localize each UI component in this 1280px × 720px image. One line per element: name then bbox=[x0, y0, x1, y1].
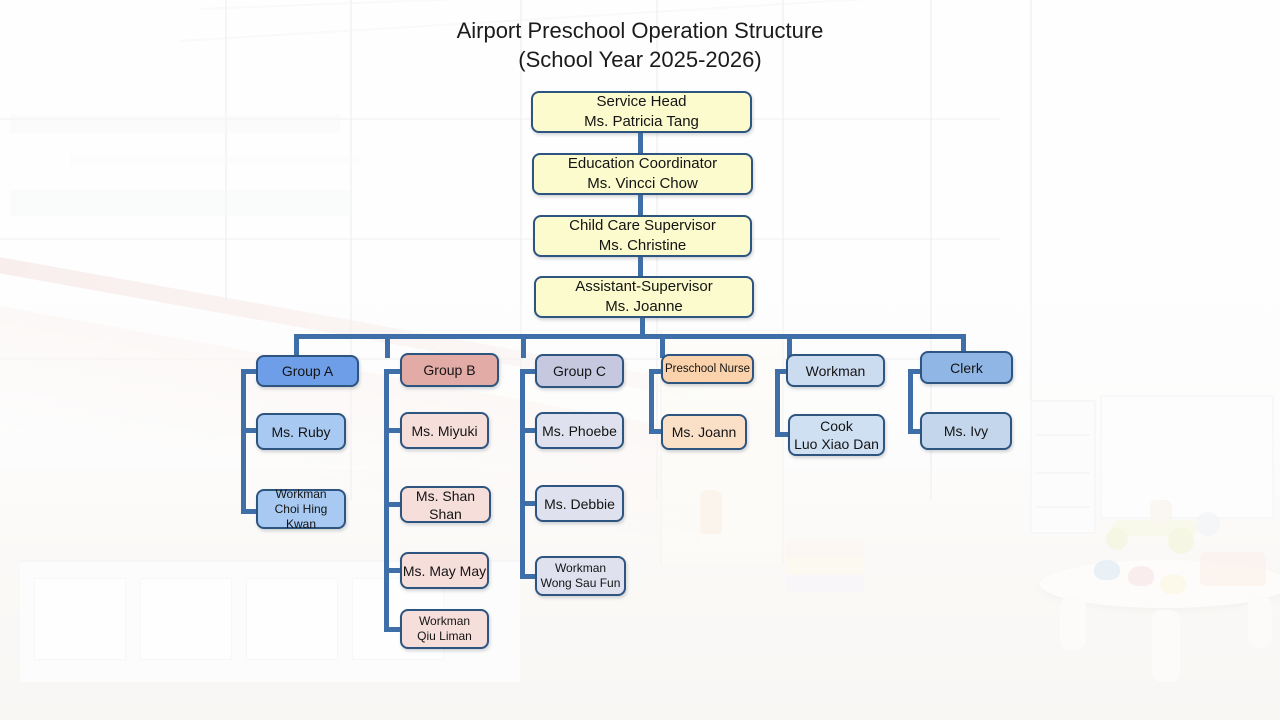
connector-stub-a-1 bbox=[241, 428, 259, 433]
node-assistant-supervisor[interactable]: Assistant-Supervisor Ms. Joanne bbox=[534, 276, 754, 318]
connector-bus bbox=[294, 334, 966, 339]
connector-stub-b-2 bbox=[384, 502, 402, 507]
connector-spine-group-c bbox=[520, 369, 525, 575]
connector-stub-group-a-header bbox=[241, 369, 259, 374]
title-line-1: Airport Preschool Operation Structure bbox=[456, 18, 824, 43]
connector-exec-4-bus bbox=[640, 316, 645, 338]
node-group-b-header[interactable]: Group B bbox=[400, 353, 499, 387]
node-role: Child Care Supervisor bbox=[569, 217, 716, 234]
node-group-b-member-1[interactable]: Ms. Miyuki bbox=[400, 412, 489, 449]
connector-bus-drop-workman bbox=[787, 334, 792, 358]
node-education-coordinator[interactable]: Education Coordinator Ms. Vincci Chow bbox=[532, 153, 753, 195]
connector-stub-b-3 bbox=[384, 568, 402, 573]
node-group-c-member-3[interactable]: Workman Wong Sau Fun bbox=[535, 556, 626, 596]
connector-spine-nurse bbox=[649, 369, 654, 432]
node-clerk-member-1[interactable]: Ms. Ivy bbox=[920, 412, 1012, 450]
node-label: Group B bbox=[423, 362, 476, 378]
connector-stub-clerk-header bbox=[908, 369, 925, 374]
node-role: Workman bbox=[418, 614, 471, 628]
node-person: Ms. Phoebe bbox=[542, 422, 617, 439]
node-role: Workman bbox=[275, 486, 327, 501]
node-role: Workman bbox=[554, 561, 607, 575]
connector-spine-clerk bbox=[908, 369, 913, 434]
node-group-b-member-3[interactable]: Ms. May May bbox=[400, 552, 489, 589]
node-person: Ms. Joann bbox=[671, 424, 737, 440]
node-person: Ms. Ruby bbox=[271, 423, 331, 440]
node-role: Education Coordinator bbox=[567, 155, 718, 172]
node-group-c-member-1[interactable]: Ms. Phoebe bbox=[535, 412, 624, 449]
node-child-care-supervisor[interactable]: Child Care Supervisor Ms. Christine bbox=[533, 215, 752, 257]
connector-stub-group-b-header bbox=[384, 369, 402, 374]
connector-bus-drop-nurse bbox=[660, 334, 665, 358]
connector-stub-b-1 bbox=[384, 428, 402, 433]
connector-exec-3-4 bbox=[638, 256, 643, 280]
connector-stub-c-3 bbox=[520, 574, 538, 579]
connector-stub-c-1 bbox=[520, 428, 538, 433]
node-group-b-member-4[interactable]: Workman Qiu Liman bbox=[400, 609, 489, 649]
connector-stub-workman-1 bbox=[775, 432, 791, 437]
node-person: Wong Sau Fun bbox=[540, 576, 621, 590]
connector-bus-drop-group-a bbox=[294, 334, 299, 358]
connector-spine-group-b bbox=[384, 369, 389, 628]
connector-exec-2-3 bbox=[638, 194, 643, 218]
node-preschool-nurse-header[interactable]: Preschool Nurse bbox=[661, 354, 754, 384]
node-person: Ms. Ivy bbox=[943, 423, 989, 439]
node-person: Ms. Miyuki bbox=[411, 422, 478, 439]
node-group-a-member-1[interactable]: Ms. Ruby bbox=[256, 413, 346, 450]
node-role: Cook bbox=[820, 418, 853, 434]
node-person: Ms. May May bbox=[402, 562, 487, 579]
connector-exec-1-2 bbox=[638, 132, 643, 156]
node-group-a-member-2[interactable]: Workman Choi Hing Kwan bbox=[256, 486, 346, 531]
connector-stub-nurse-1 bbox=[649, 429, 665, 434]
connector-stub-a-2 bbox=[241, 509, 259, 514]
node-label: Clerk bbox=[950, 359, 983, 376]
node-person: Ms. Joanne bbox=[605, 298, 683, 315]
node-role: Service Head bbox=[596, 93, 687, 110]
connector-bus-drop-group-b bbox=[385, 334, 390, 358]
node-person: Choi Hing Kwan bbox=[274, 501, 328, 531]
node-person: Ms. Debbie bbox=[544, 495, 615, 512]
node-person: Ms. Christine bbox=[598, 237, 687, 254]
node-service-head[interactable]: Service Head Ms. Patricia Tang bbox=[531, 91, 752, 133]
connector-stub-c-2 bbox=[520, 501, 538, 506]
node-person: Luo Xiao Dan bbox=[794, 436, 879, 452]
connector-stub-group-c-header bbox=[520, 369, 538, 374]
node-clerk-header[interactable]: Clerk bbox=[920, 351, 1013, 384]
title-line-2: (School Year 2025-2026) bbox=[518, 47, 762, 72]
node-person: Ms. Patricia Tang bbox=[584, 113, 699, 130]
connector-spine-workman bbox=[775, 369, 780, 436]
connector-stub-nurse-header bbox=[649, 369, 665, 374]
node-group-a-header[interactable]: Group A bbox=[256, 355, 359, 387]
connector-spine-group-a bbox=[241, 369, 246, 514]
node-workman-header[interactable]: Workman bbox=[786, 354, 885, 387]
node-group-c-header[interactable]: Group C bbox=[535, 354, 624, 388]
connector-bus-drop-clerk bbox=[961, 334, 966, 358]
node-group-c-member-2[interactable]: Ms. Debbie bbox=[535, 485, 624, 522]
node-person: Qiu Liman bbox=[417, 629, 472, 643]
connector-stub-clerk-1 bbox=[908, 429, 925, 434]
node-label: Workman bbox=[805, 362, 866, 379]
connector-stub-b-4 bbox=[384, 627, 402, 632]
connector-bus-drop-group-c bbox=[521, 334, 526, 358]
connector-stub-workman-header bbox=[775, 369, 791, 374]
node-person: Ms. Vincci Chow bbox=[587, 175, 698, 192]
page-title: Airport Preschool Operation Structure (Sc… bbox=[0, 16, 1280, 74]
node-role: Assistant-Supervisor bbox=[575, 278, 713, 295]
node-label: Group C bbox=[553, 363, 606, 379]
node-group-b-member-2[interactable]: Ms. Shan Shan bbox=[400, 486, 491, 523]
node-person: Ms. Shan Shan bbox=[415, 487, 476, 522]
node-label: Preschool Nurse bbox=[664, 362, 750, 375]
node-label: Group A bbox=[281, 363, 334, 379]
node-preschool-nurse-member-1[interactable]: Ms. Joann bbox=[661, 414, 747, 450]
node-workman-member-1[interactable]: Cook Luo Xiao Dan bbox=[788, 414, 885, 456]
